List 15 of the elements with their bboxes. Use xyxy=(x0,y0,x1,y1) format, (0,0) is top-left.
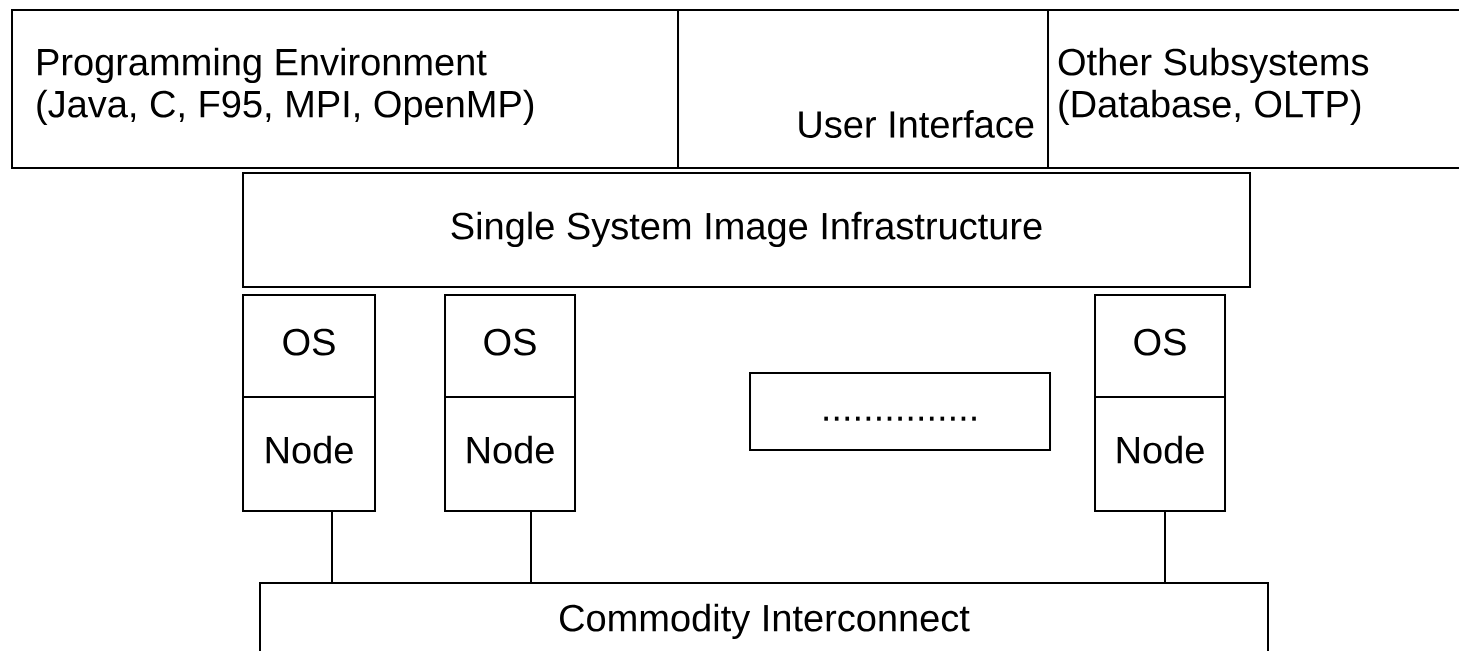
layer-box: OS xyxy=(242,294,376,398)
layer-box: Node xyxy=(1094,396,1226,512)
layer-box: Other Subsystems (Database, OLTP) xyxy=(1047,9,1459,169)
layer-box: Node xyxy=(242,396,376,512)
connector-line xyxy=(530,511,532,583)
connector-line xyxy=(331,511,333,583)
connector-line xyxy=(1164,511,1166,583)
layer-box: User Interface xyxy=(677,9,1049,169)
layer-box: Single System Image Infrastructure xyxy=(242,172,1251,288)
layer-box: OS xyxy=(444,294,576,398)
layer-box: Node xyxy=(444,396,576,512)
layer-box: ............... xyxy=(749,372,1051,451)
layer-box: OS xyxy=(1094,294,1226,398)
layer-box: Programming Environment (Java, C, F95, MPI, OpenMP) xyxy=(11,9,679,169)
layer-box: Commodity Interconnect xyxy=(259,582,1269,651)
